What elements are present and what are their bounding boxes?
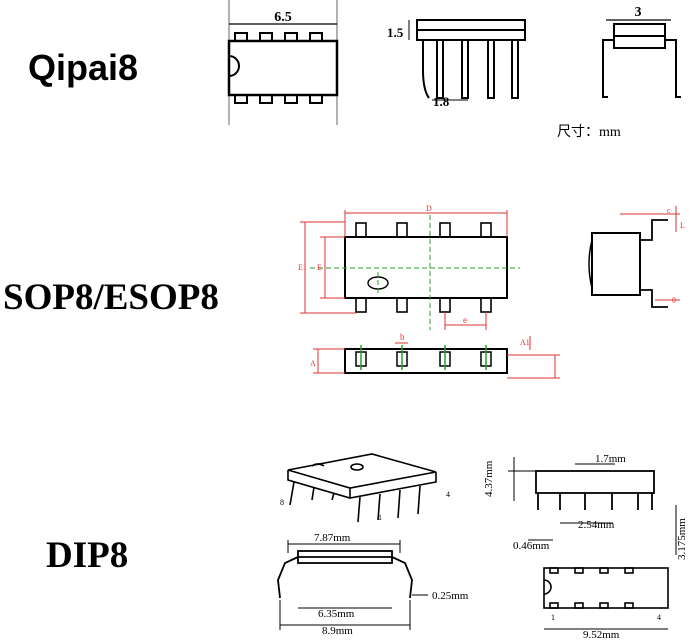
qipai8-height-dim: 1.5 [387,25,404,40]
sop8-pitch-dim: e [463,315,467,325]
dip8-top-pin1-label: 1 [551,613,555,622]
sop8-c-dim: c [667,206,671,215]
sop8-a1-dim: A1 [520,338,530,347]
sop8-d-dim: D [426,204,432,213]
dip8-body-width-dim: 6.35mm [318,608,355,620]
dip8-lead-thickness-dim: 0.25mm [432,590,469,602]
sop8-l-dim: L [680,221,685,230]
qipai8-side-view [602,19,681,98]
dip8-pin8-label: 8 [280,498,284,507]
dip8-lead-width-dim: 1.7mm [595,453,626,465]
sop8-a-dim: A [310,359,316,368]
dip8-pitch-dim: 2.54mm [578,519,615,531]
sop8-front-view [313,336,560,379]
dip8-lead-dia-dim: 0.46mm [513,540,550,552]
package-label-qipai8: Qipai8 [28,47,139,88]
dip8-row-spacing-dim: 7.87mm [314,532,351,544]
sop8-side-view [588,206,680,308]
dip8-pin4-label: 4 [446,490,450,499]
package-label-sop8: SOP8/ESOP8 [3,277,219,318]
qipai8-front-view [408,19,526,101]
sop8-e1-dim: E1 [298,263,307,272]
sop8-theta-dim: θ [672,296,676,305]
qipai8-top-view [227,0,339,125]
qipai8-side-width-dim: 3 [635,5,642,20]
dip8-lead-span-dim: 8.9mm [322,625,353,637]
sop8-e-dim: E [317,263,322,272]
sop8-top-view [300,210,520,330]
dip8-pin1-label: 1 [378,513,382,522]
dip8-top-pin4-label: 4 [657,613,661,622]
dip8-lead-len-dim: 3.175mm [676,518,688,560]
sop8-b-dim: b [400,332,405,342]
package-label-dip8: DIP8 [46,535,129,576]
qipai8-unit-note: 尺寸：mm [557,124,621,140]
dip8-top-view [543,567,669,630]
dip8-height-dim: 4.37mm [483,460,495,497]
dip8-3d-view [287,453,437,523]
dip8-side-view [277,540,428,630]
qipai8-pitch-dim: 1.8 [433,94,450,109]
qipai8-width-dim: 6.5 [274,10,292,25]
dip8-body-length-dim: 9.52mm [583,629,620,641]
dip8-front-view [508,457,677,555]
